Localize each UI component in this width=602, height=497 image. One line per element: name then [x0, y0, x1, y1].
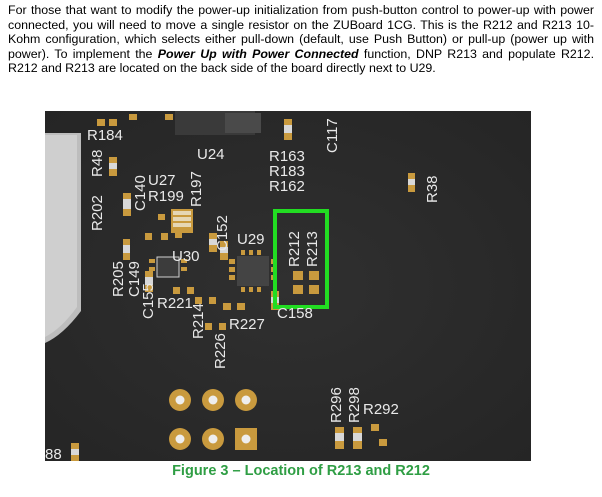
instruction-paragraph: For those that want to modify the power-… [8, 3, 594, 76]
label-r48: R48 [89, 149, 106, 177]
label-u24: U24 [197, 146, 225, 163]
label-r292: R292 [363, 401, 399, 418]
label-r226: R226 [212, 333, 229, 369]
label-corner: 88 [45, 446, 62, 461]
label-r163: R163 [269, 148, 305, 165]
label-r183: R183 [269, 163, 305, 180]
label-r202: R202 [89, 195, 106, 231]
label-c140: C140 [132, 175, 149, 211]
label-r298: R298 [346, 387, 363, 423]
highlight-box [273, 209, 329, 309]
label-r212: R212 [286, 231, 303, 267]
pcb-background [45, 111, 531, 461]
label-r38: R38 [424, 175, 441, 203]
label-u27: U27 [148, 172, 176, 189]
label-u30: U30 [172, 248, 200, 265]
label-r197: R197 [188, 171, 205, 207]
header-pins [169, 389, 257, 450]
label-c158: C158 [277, 305, 313, 322]
label-c152: C152 [214, 215, 231, 251]
figure-caption: Figure 3 – Location of R213 and R212 [172, 463, 430, 479]
label-r213: R213 [304, 231, 321, 267]
u30-chip [156, 256, 180, 278]
label-c149: C149 [126, 261, 143, 297]
label-r227: R227 [229, 316, 265, 333]
paragraph-text-2: function, DNP R213 and populate R212. R2… [8, 46, 595, 76]
label-r296: R296 [328, 387, 345, 423]
label-r221: R221 [157, 295, 193, 312]
label-r162: R162 [269, 178, 305, 195]
paragraph-text-1: For those that want to modify the power-… [8, 3, 594, 61]
board-photo: R184 U24 R163 R183 R162 C117 R48 R38 C14… [45, 111, 531, 461]
label-u29: U29 [237, 231, 265, 248]
label-c117: C117 [324, 118, 341, 153]
label-c155: C155 [140, 283, 157, 319]
label-r214: R214 [190, 303, 207, 339]
paragraph-emphasis: Power Up with Power Connected [157, 46, 359, 61]
label-r184: R184 [87, 127, 123, 144]
label-r205: R205 [110, 261, 127, 297]
u27-block [171, 209, 193, 233]
label-r199: R199 [148, 188, 184, 205]
